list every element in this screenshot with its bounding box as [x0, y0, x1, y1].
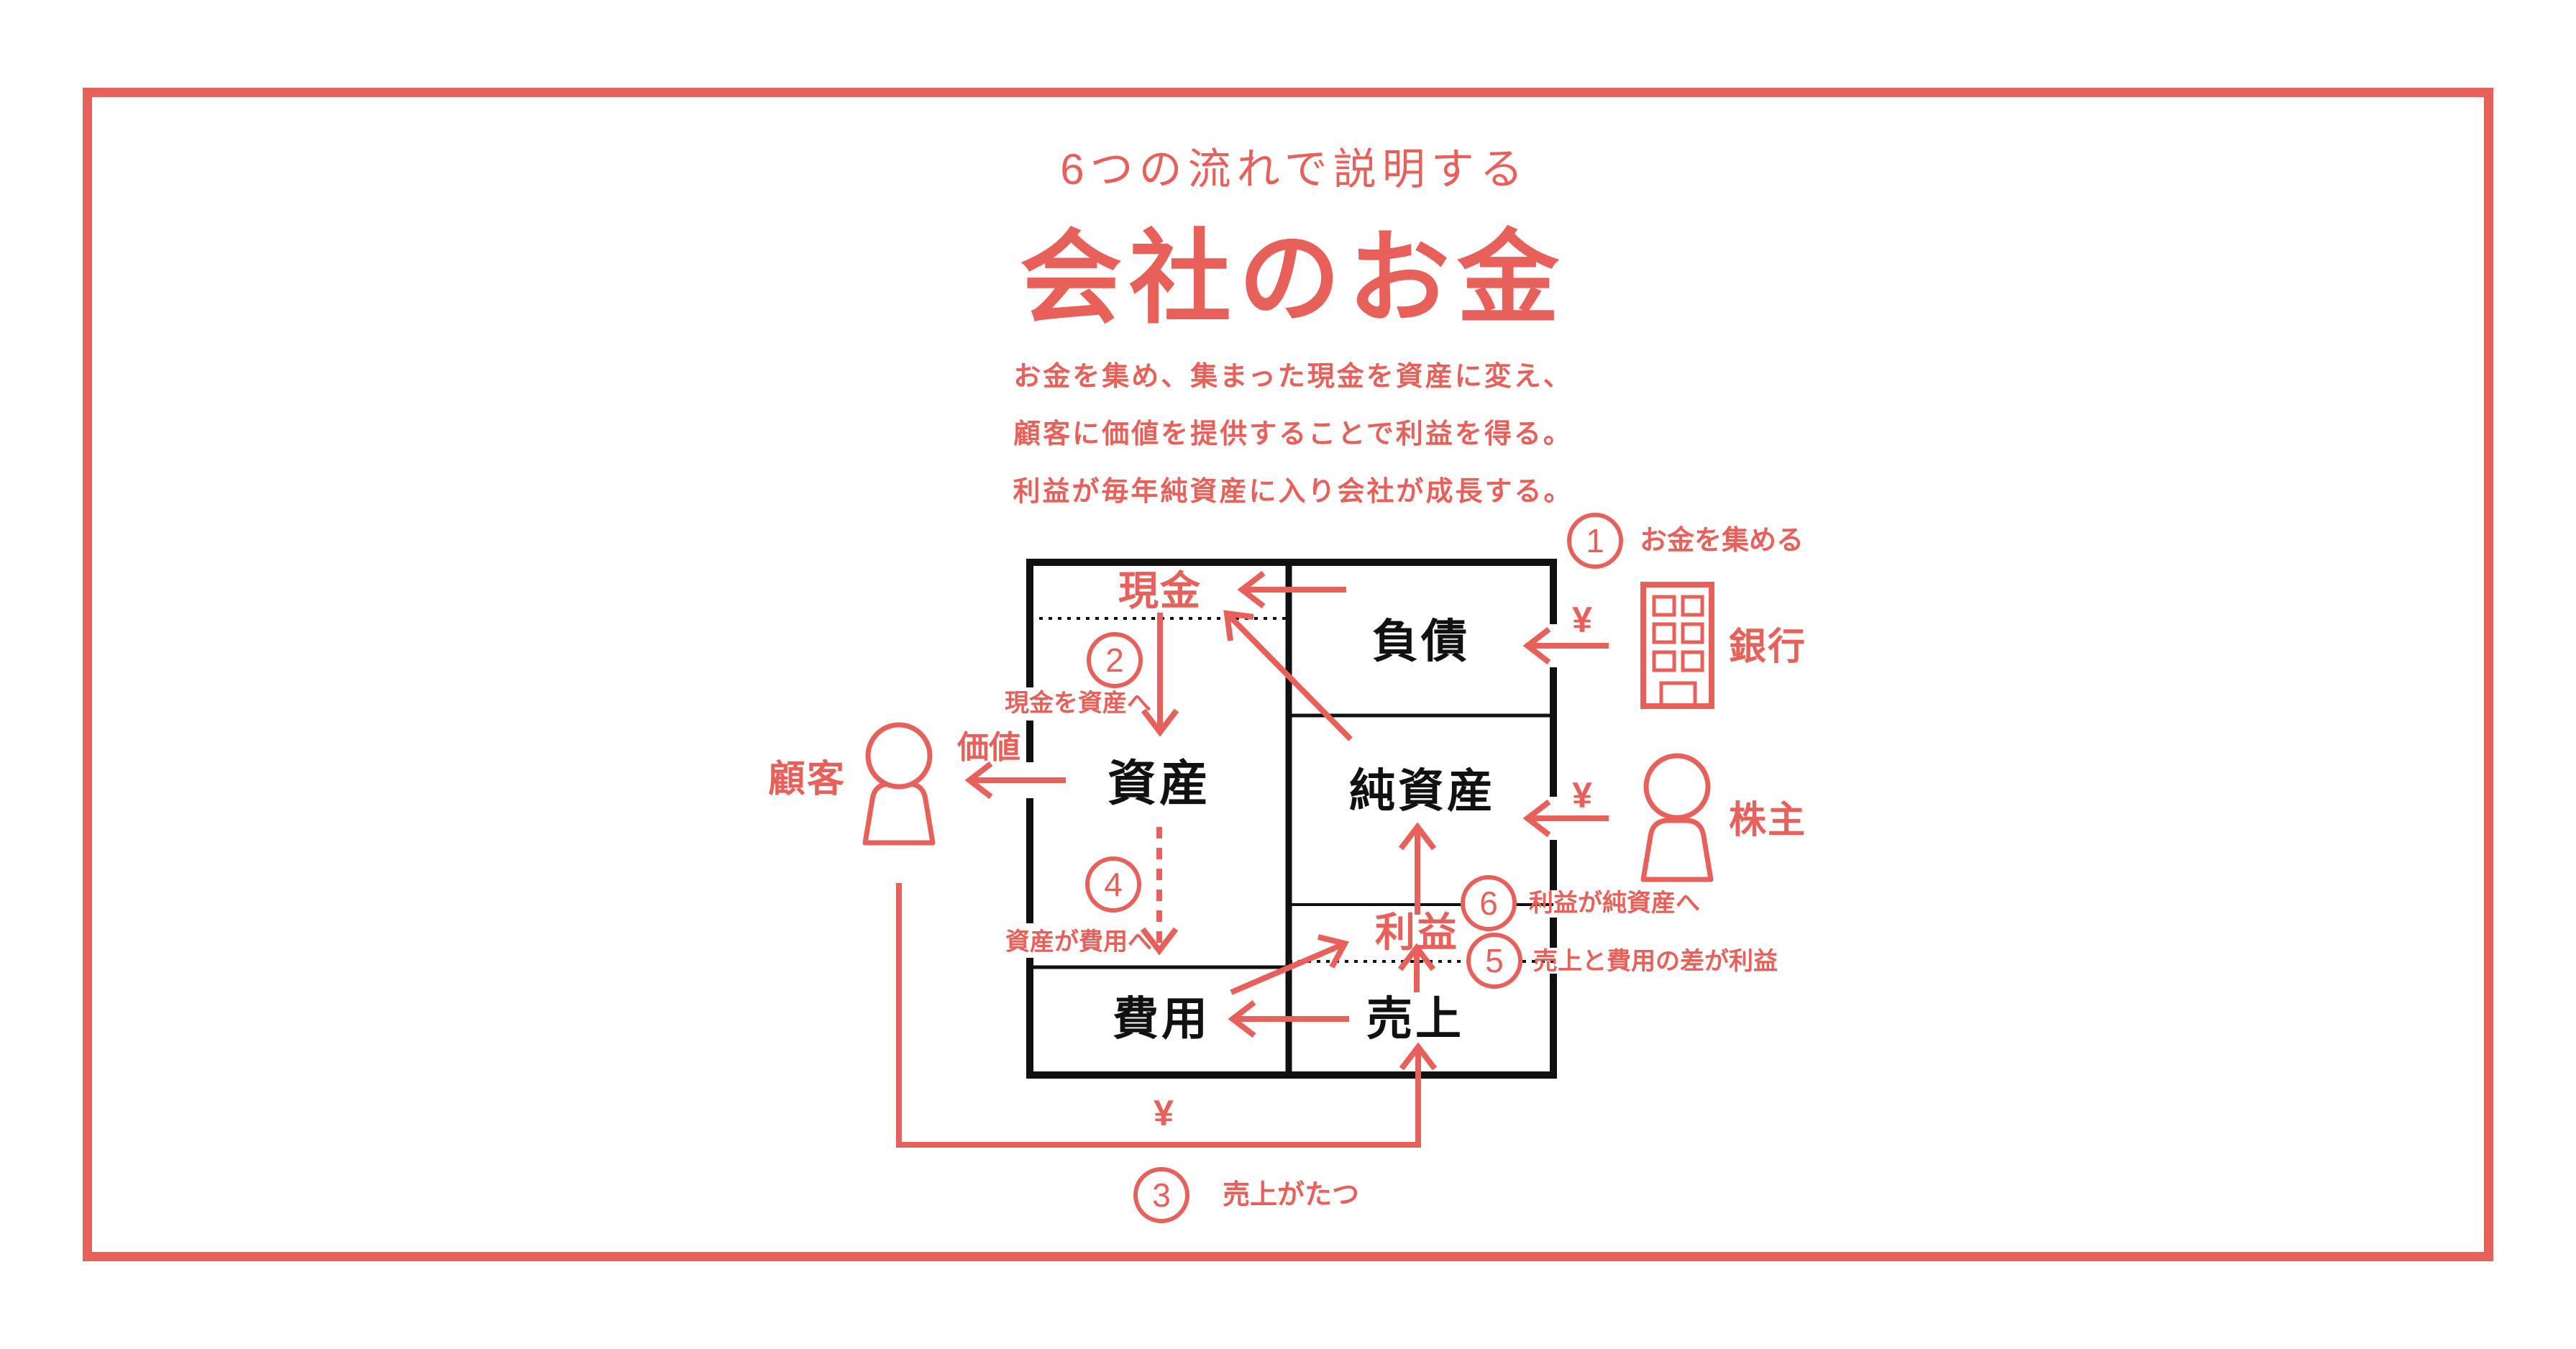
flow-arrows: [896, 570, 1609, 1148]
arrow-customer-to-sales: [896, 883, 1438, 1148]
step-6-label: 利益が純資産へ: [1529, 890, 1700, 917]
step-3-number: 3: [1152, 1176, 1171, 1214]
description-line-2: 顧客に価値を提供することで利益を得る。: [1013, 419, 1573, 449]
shareholder-icon: [1640, 753, 1714, 882]
arrow-bank-to-liabilities: [1522, 626, 1609, 665]
step-2-label: 現金を資産へ: [1005, 690, 1151, 717]
arrow-shareholder-to-netassets: [1522, 799, 1609, 838]
arrow-sales-to-profit: [1397, 943, 1436, 992]
arrow-sales-to-expenses: [1228, 1000, 1349, 1038]
step-4-label: 資産が費用へ: [1005, 928, 1152, 956]
customer-icon: [862, 722, 936, 846]
step-6-number: 6: [1479, 884, 1498, 922]
page-border-frame: [83, 88, 2493, 1261]
arrow-cash-to-assets: [1141, 613, 1179, 737]
arrow-assets-to-customer: [964, 761, 1066, 800]
description-line-1: お金を集め、集まった現金を資産に変え、: [1013, 362, 1573, 392]
arrow-profit-to-netassets: [1398, 822, 1437, 915]
yen-bank-symbol: ¥: [1572, 600, 1592, 640]
yen-shareholder-symbol: ¥: [1572, 775, 1592, 815]
step-5-number: 5: [1485, 942, 1504, 979]
cell-liabilities: 負債: [1372, 616, 1470, 667]
arrow-expenses-to-profit: [1230, 934, 1350, 995]
step-5-circle: 5: [1466, 933, 1522, 989]
arrow-liabilities-to-cash: [1237, 570, 1346, 609]
customer-label: 顧客: [767, 759, 846, 800]
cell-profit: 利益: [1375, 910, 1458, 955]
step-3-label: 売上がたつ: [1223, 1180, 1360, 1210]
step-2-circle: 2: [1087, 632, 1143, 688]
step-5-label: 売上と費用の差が利益: [1533, 948, 1778, 975]
cell-net-assets: 純資産: [1349, 765, 1496, 817]
arrow-netassets-to-cash: [1223, 610, 1353, 741]
step-2-number: 2: [1105, 641, 1124, 679]
description-line-3: 利益が毎年純資産に入り会社が成長する。: [1013, 477, 1574, 507]
step-1-label: お金を集める: [1640, 526, 1804, 556]
shareholder-label: 株主: [1728, 800, 1807, 841]
step-3-circle: 3: [1133, 1167, 1189, 1223]
step-1-circle: 1: [1567, 513, 1623, 569]
step-4-circle: 4: [1085, 856, 1141, 913]
value-label: 価値: [957, 730, 1020, 765]
cell-sales: 売上: [1366, 993, 1464, 1045]
page-title: 会社のお金: [1020, 221, 1566, 336]
yen-sales-symbol: ¥: [1154, 1093, 1174, 1133]
cell-expenses: 費用: [1113, 993, 1210, 1045]
step-6-circle: 6: [1461, 875, 1517, 931]
cell-assets: 資産: [1107, 756, 1212, 811]
step-4-number: 4: [1104, 866, 1123, 903]
bank-label: 銀行: [1728, 626, 1807, 668]
arrow-assets-to-expenses: [1140, 827, 1179, 956]
bank-icon: [1640, 582, 1714, 709]
subtitle: 6つの流れで説明する: [1060, 145, 1529, 193]
cell-cash: 現金: [1118, 568, 1202, 613]
step-1-number: 1: [1586, 522, 1604, 559]
